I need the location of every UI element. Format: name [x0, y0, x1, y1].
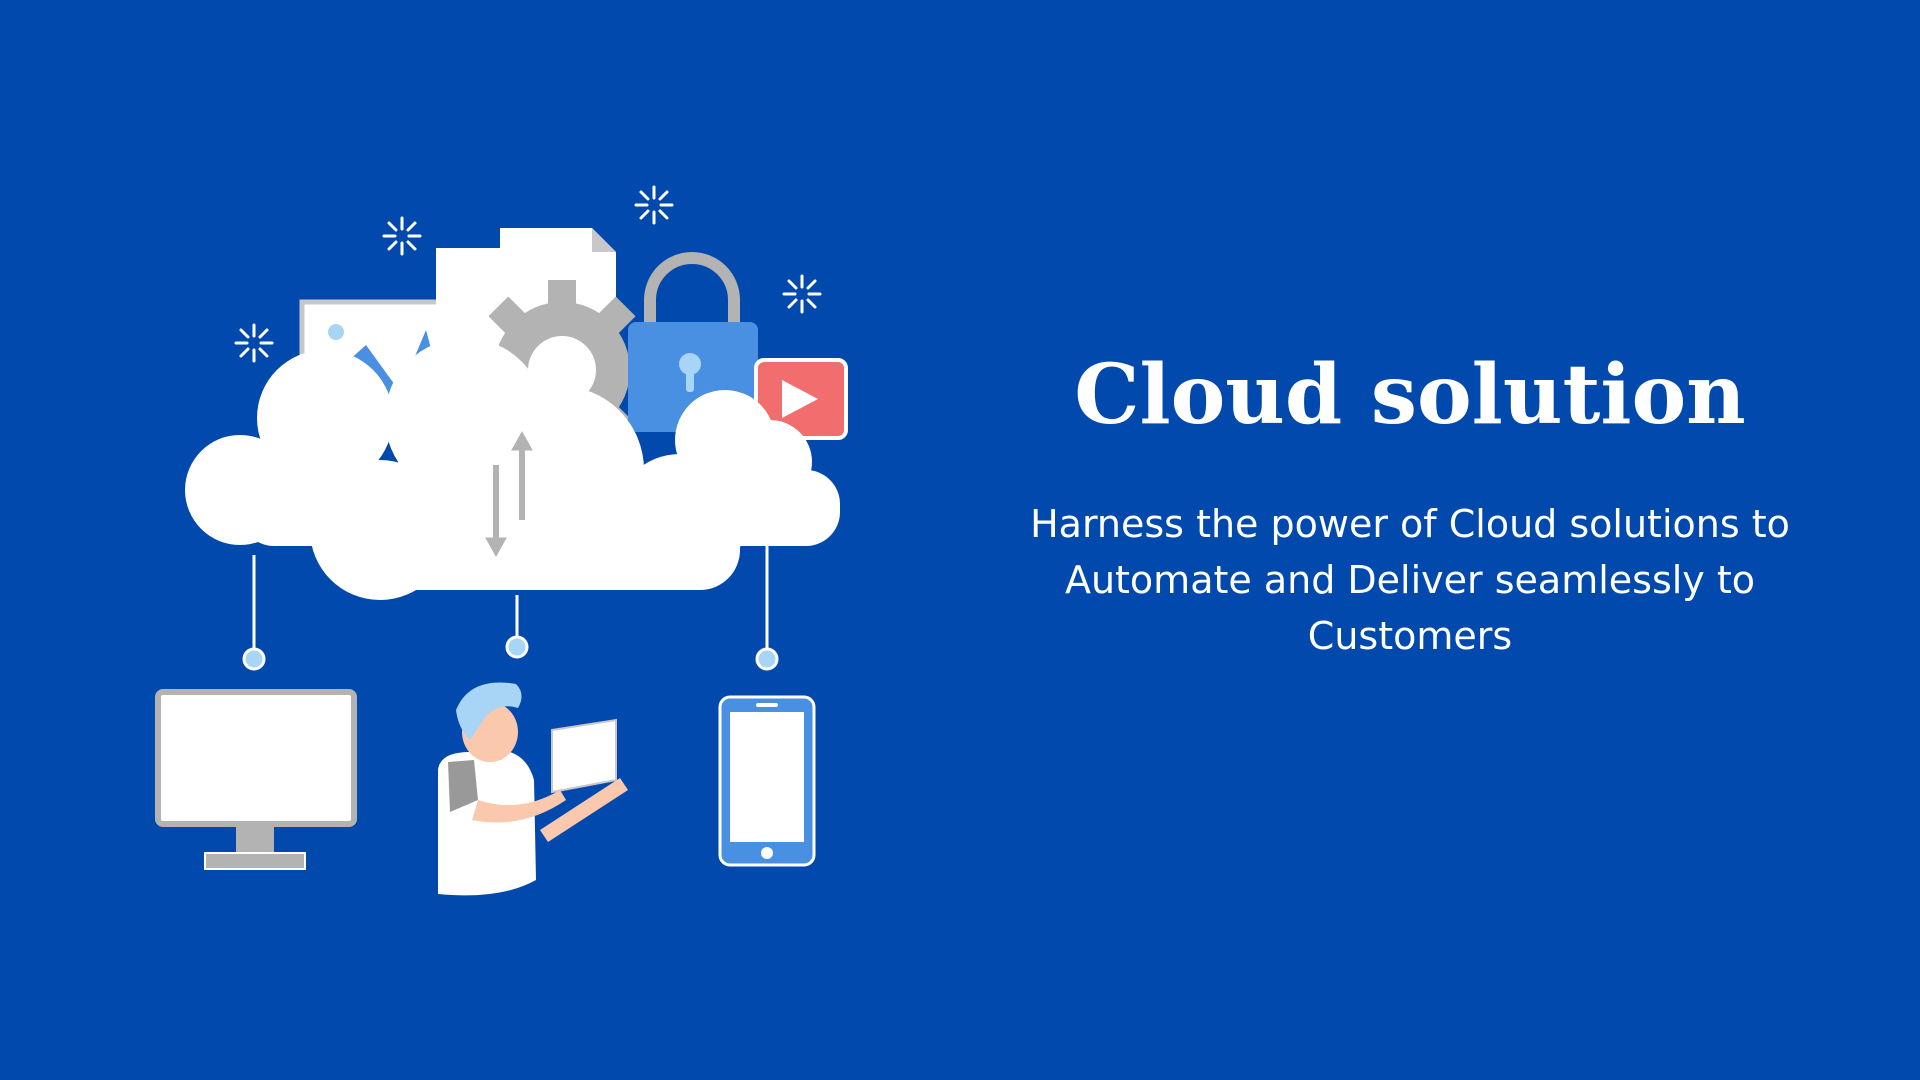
sparkle-icon — [782, 274, 822, 314]
page-title: Cloud solution — [1074, 347, 1746, 443]
text-block: Cloud solution Harness the power of Clou… — [1000, 350, 1820, 664]
play-icon — [754, 358, 848, 440]
sparkle-icon — [634, 185, 674, 225]
cloud-icon — [185, 338, 840, 600]
sparkle-icon — [382, 216, 422, 256]
sparkle-icon — [234, 323, 274, 363]
connector-dots — [242, 635, 779, 671]
person-with-laptop-icon — [438, 682, 628, 896]
smartphone-icon — [718, 695, 816, 867]
page-subtitle: Harness the power of Cloud solutions to … — [1030, 502, 1790, 659]
upload-download-arrows-icon — [485, 430, 533, 558]
connector-lines — [252, 525, 769, 652]
cloud-illustration — [155, 185, 848, 896]
monitor-icon — [155, 689, 357, 870]
